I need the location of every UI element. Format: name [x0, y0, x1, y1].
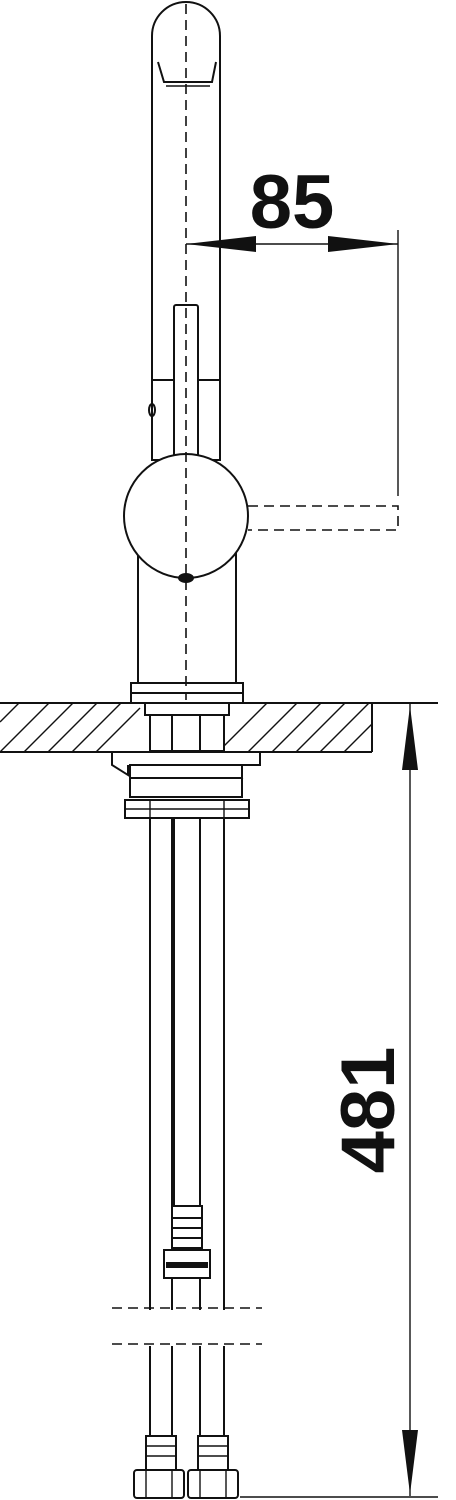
arrow-left-icon — [186, 236, 256, 252]
arrow-down-icon — [402, 1430, 418, 1494]
dimension-label-481: 481 — [326, 1047, 411, 1174]
dimension-spout-reach: 85 — [186, 160, 399, 531]
dimension-label-85: 85 — [250, 160, 335, 245]
hose-weight — [163, 1205, 211, 1279]
arrow-right-icon — [328, 236, 398, 252]
arrow-up-icon — [402, 706, 418, 770]
supply-hoses — [112, 817, 262, 1499]
dimension-height: 481 — [240, 703, 438, 1498]
mounting-hardware — [111, 702, 261, 819]
hose-fitting-right — [187, 1435, 239, 1499]
hose-fitting-left — [133, 1435, 185, 1499]
